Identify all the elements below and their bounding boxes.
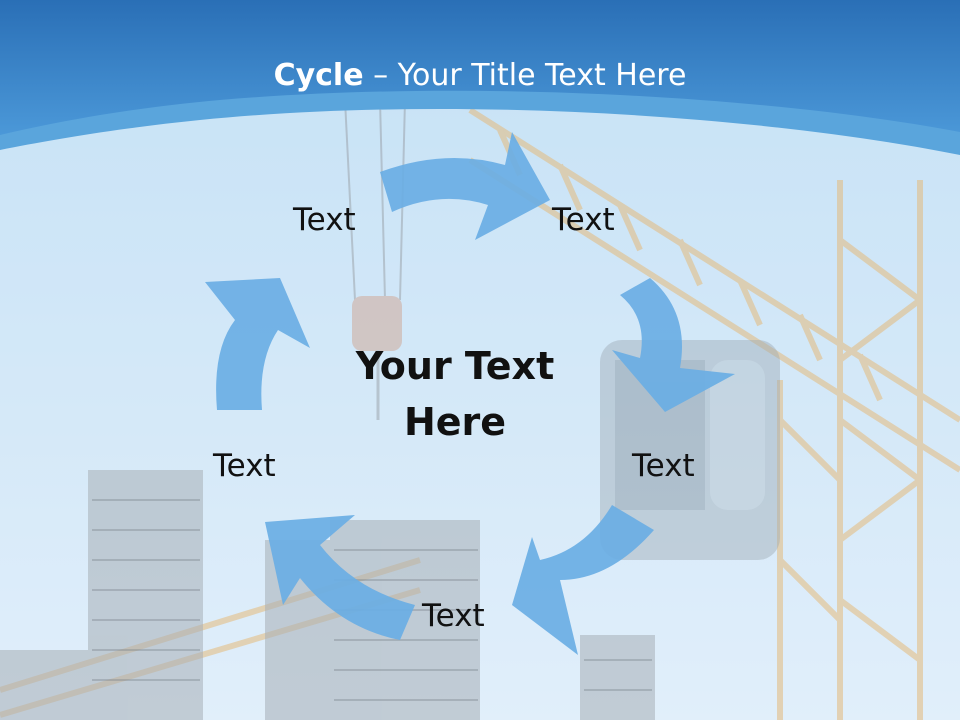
cycle-node-label-bottom: Text [422,598,485,634]
crane-cabin [600,340,780,560]
cycle-arrow-right [612,278,735,412]
cycle-arrow-left [205,278,310,410]
cycle-node-label-top-right: Text [552,202,615,238]
slide-title-bold: Cycle [273,58,364,93]
cycle-arrows [205,132,735,655]
cycle-arrow-bottom-right [512,505,654,655]
cycle-node-label-left: Text [213,448,276,484]
cycle-arrow-bottom-left [265,515,415,640]
slide-title: Cycle – Your Title Text Here [0,52,960,100]
cycle-node-label-right: Text [632,448,695,484]
center-text-line2: Here [403,400,507,444]
slide-title-rest: – Your Title Text Here [363,58,687,93]
center-text-line1: Your Text [355,344,555,388]
cycle-arrow-top [380,132,550,240]
header-band [0,0,960,135]
buildings-illustration [0,470,655,720]
cycle-node-label-top-left: Text [293,202,356,238]
center-text: Your Text Here [305,338,605,450]
